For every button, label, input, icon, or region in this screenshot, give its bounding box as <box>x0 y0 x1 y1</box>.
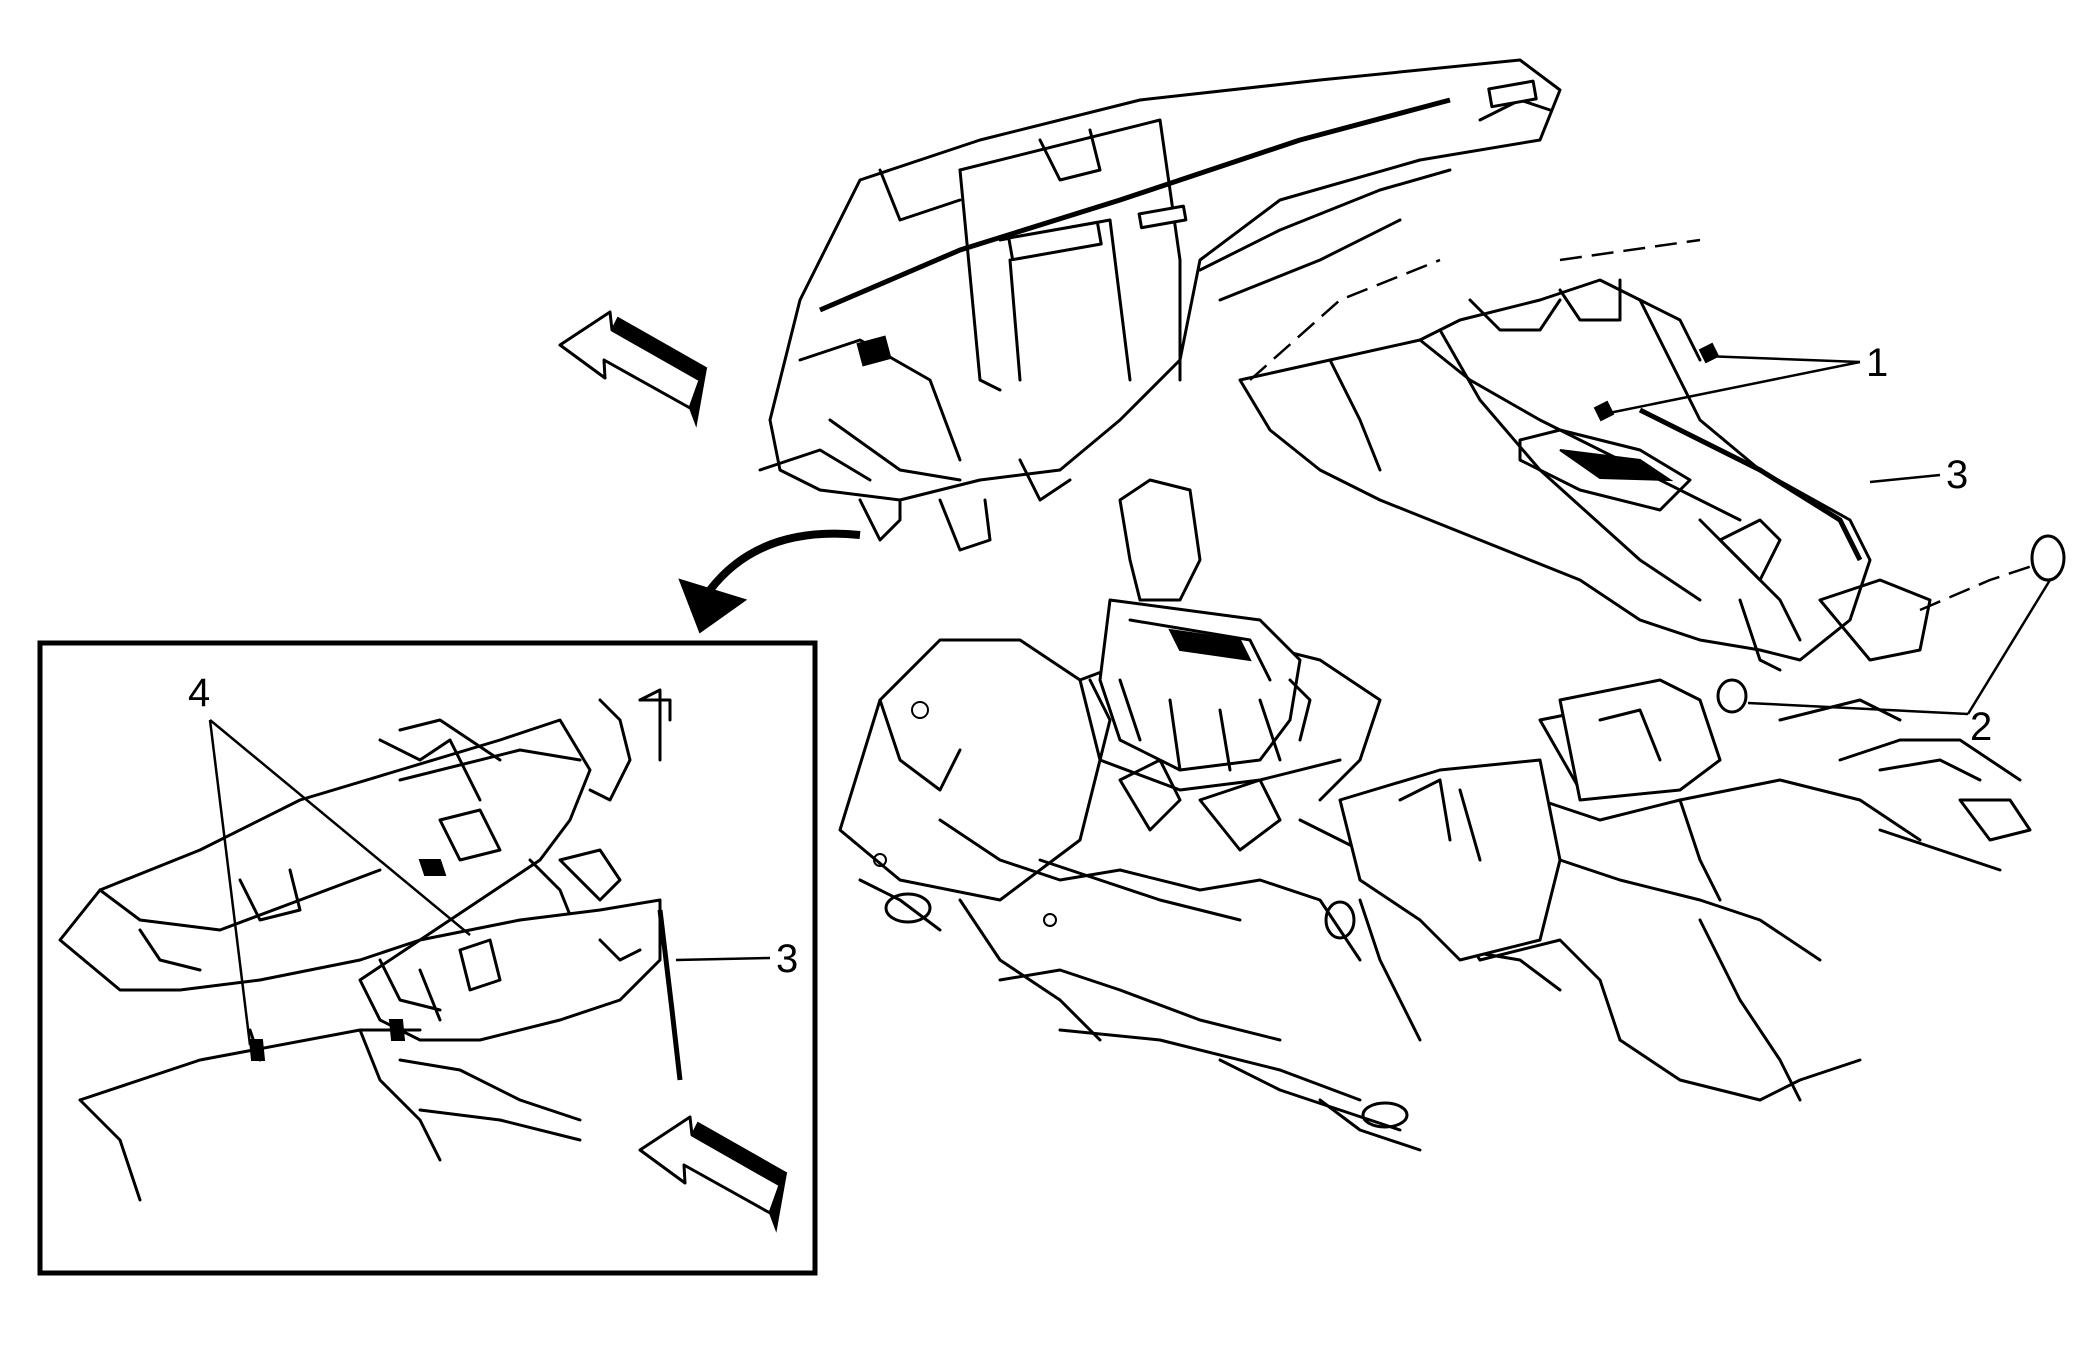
arrow-left-up-icon <box>638 1115 788 1233</box>
detail-inset <box>37 640 818 1276</box>
callout-leaders <box>1603 354 2052 716</box>
plug-icon <box>1716 678 1748 714</box>
callout-4: 4 <box>188 671 210 715</box>
plug-icon <box>2030 534 2066 582</box>
curved-arrow-down-icon <box>678 529 861 634</box>
arrow-left-up-icon <box>558 310 708 428</box>
center-console <box>1238 278 1932 672</box>
callout-2: 2 <box>1970 705 1992 749</box>
rear-bracket <box>1338 678 1722 962</box>
inset-console-corner <box>78 898 683 1202</box>
callout-3-inset: 3 <box>776 937 798 981</box>
instrument-panel <box>758 58 1562 552</box>
shifter-assembly <box>1088 478 1312 772</box>
callout-3-main: 3 <box>1946 453 1968 497</box>
callout-1: 1 <box>1866 341 1888 385</box>
inset-panel-edge <box>58 688 672 992</box>
